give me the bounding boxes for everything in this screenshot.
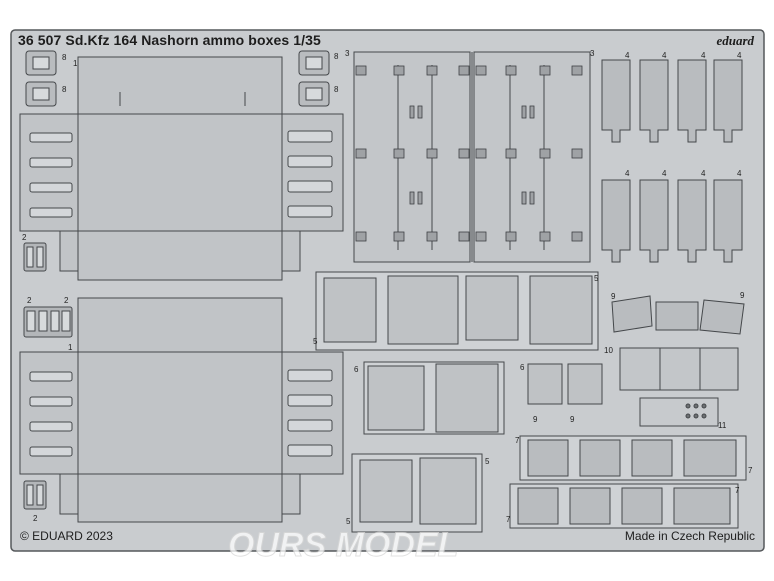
part-label-9b: 9 (570, 415, 575, 424)
part-label-7d: 7 (506, 515, 511, 524)
part-6-trays (363, 361, 603, 435)
part-number-labels: 8 1 8 8 8 3 3 2 2 2 1 2 4 4 4 4 4 4 4 4 … (22, 49, 753, 526)
part-label-1a: 1 (73, 59, 78, 68)
part-label-4f: 4 (662, 169, 667, 178)
part-label-11: 11 (718, 421, 727, 430)
part-label-8a: 8 (62, 53, 67, 62)
part-label-6a: 6 (354, 365, 359, 374)
part-label-4a: 4 (625, 51, 630, 60)
part-label-5c: 5 (485, 457, 490, 466)
part-label-4g: 4 (701, 169, 706, 178)
part-label-4b: 4 (662, 51, 667, 60)
part-label-5b: 5 (313, 337, 318, 346)
part-label-10: 10 (604, 346, 613, 355)
part-9-brackets (611, 295, 745, 335)
part-label-4c: 4 (701, 51, 706, 60)
part-4-handles (601, 59, 743, 263)
part-label-7b: 7 (748, 466, 753, 475)
part-label-6b: 6 (520, 363, 525, 372)
part-3-panels (353, 51, 591, 263)
brand-logo-text: eduard (716, 33, 754, 48)
part-7-strips (509, 435, 747, 529)
part-label-3a: 3 (345, 49, 350, 58)
part-label-1b: 1 (68, 343, 73, 352)
part-label-8c: 8 (334, 52, 339, 61)
part-label-2b: 2 (27, 296, 32, 305)
part-label-8b: 8 (62, 85, 67, 94)
part-3-hinges (355, 65, 583, 242)
part-label-8d: 8 (334, 85, 339, 94)
part-label-4d: 4 (737, 51, 742, 60)
part-5-trays (315, 271, 599, 533)
part-8-small-frames (25, 50, 330, 107)
part-label-5a: 5 (594, 274, 599, 283)
part-11-plate (639, 397, 719, 427)
watermark-text: OURS MODEL (228, 526, 458, 564)
part-label-9a: 9 (533, 415, 538, 424)
part-label-4h: 4 (737, 169, 742, 178)
sheet-title: 36 507 Sd.Kfz 164 Nashorn ammo boxes 1/3… (18, 32, 321, 48)
part-label-9d: 9 (740, 291, 745, 300)
part-2-clips (23, 242, 73, 510)
part-label-7a: 7 (515, 436, 520, 445)
part-label-4e: 4 (625, 169, 630, 178)
part-1-lower-slats (29, 369, 333, 457)
part-label-2d: 2 (33, 514, 38, 523)
part-label-3b: 3 (590, 49, 595, 58)
part-label-7c: 7 (735, 486, 740, 495)
part-1-upper-slats (29, 130, 333, 218)
part-label-2c: 2 (64, 296, 69, 305)
copyright-text: © EDUARD 2023 (20, 529, 113, 543)
part-10-box (619, 347, 739, 391)
origin-text: Made in Czech Republic (624, 529, 755, 543)
part-label-5d: 5 (346, 517, 351, 526)
part-label-2a: 2 (22, 233, 27, 242)
part-label-9c: 9 (611, 292, 616, 301)
